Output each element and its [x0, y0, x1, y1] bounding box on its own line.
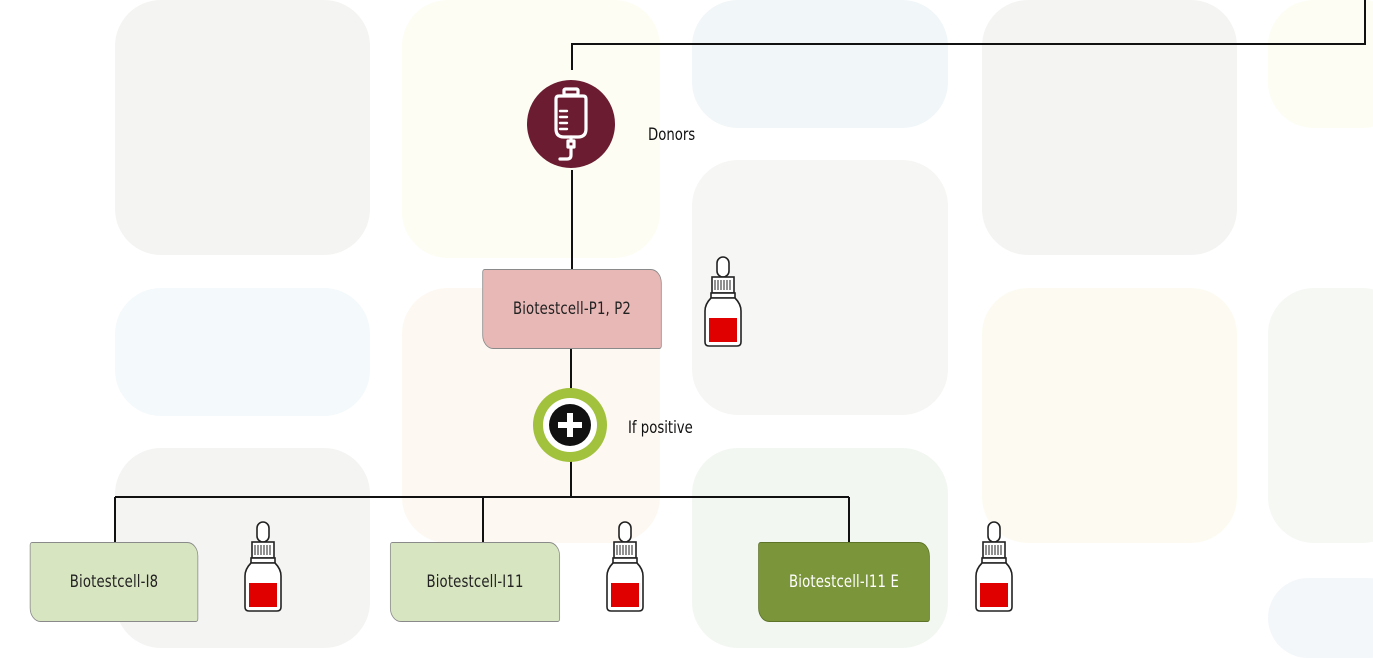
node-i11-label: Biotestcell-I11 — [426, 572, 524, 592]
donors-label: Donors — [648, 125, 696, 145]
top-connector — [571, 0, 1366, 70]
node-i8[interactable]: Biotestcell-I8 — [29, 542, 199, 622]
if-positive-label: If positive — [628, 418, 693, 438]
dropper-bottle-icon — [244, 521, 282, 612]
node-i11e-label: Biotestcell-I11 E — [788, 572, 899, 592]
dropper-bottle-icon — [606, 521, 644, 612]
plus-icon — [531, 386, 609, 464]
node-i8-label: Biotestcell-I8 — [69, 572, 159, 592]
connector-lines — [114, 0, 1366, 542]
node-i11[interactable]: Biotestcell-I11 — [389, 542, 561, 622]
node-i11e[interactable]: Biotestcell-I11 E — [758, 542, 930, 622]
node-p1-p2[interactable]: Biotestcell-P1, P2 — [482, 269, 662, 349]
dropper-bottle-icon — [704, 256, 742, 347]
node-p1-p2-label: Biotestcell-P1, P2 — [512, 299, 632, 319]
iv-bag-icon — [526, 79, 616, 169]
dropper-bottle-icon — [975, 521, 1013, 612]
